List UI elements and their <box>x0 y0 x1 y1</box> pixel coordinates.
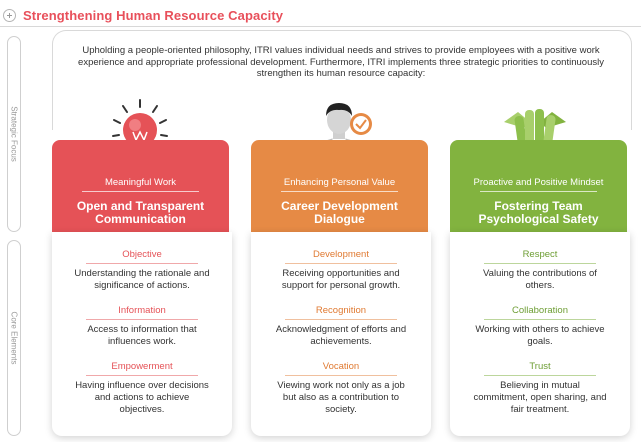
card-career: Enhancing Personal Value Career Developm… <box>251 140 428 234</box>
plus-circle-icon[interactable] <box>3 8 16 22</box>
card-communication: Meaningful Work Open and Transparent Com… <box>52 140 229 234</box>
element-trust: Trust Believing in mutual commitment, op… <box>450 361 630 416</box>
card-subtitle: Proactive and Positive Mindset <box>473 177 604 188</box>
element-collaboration: Collaboration Working with others to ach… <box>450 305 630 348</box>
card-title: Fostering Team Psychological Safety <box>478 199 599 226</box>
element-heading: Trust <box>484 361 596 376</box>
element-objective: Objective Understanding the rationale an… <box>52 249 232 292</box>
page-title: Strengthening Human Resource Capacity <box>23 7 284 23</box>
element-heading: Development <box>285 249 397 264</box>
card-divider <box>82 191 199 192</box>
element-empowerment: Empowerment Having influence over decisi… <box>52 361 232 416</box>
element-vocation: Vocation Viewing work not only as a job … <box>251 361 431 416</box>
element-body: Access to information that influences wo… <box>87 324 197 347</box>
side-label-core-text: Core Elements <box>9 311 19 365</box>
element-body: Having influence over decisions and acti… <box>75 380 209 415</box>
element-development: Development Receiving opportunities and … <box>251 249 431 292</box>
element-body: Viewing work not only as a job but also … <box>277 380 405 415</box>
element-body: Receiving opportunities and support for … <box>281 268 401 291</box>
element-heading: Collaboration <box>484 305 596 320</box>
card-subtitle: Meaningful Work <box>104 177 177 188</box>
side-label-strategic-text: Strategic Focus <box>9 106 19 162</box>
card-title: Career Development Dialogue <box>281 199 398 226</box>
panel-career-elements: Development Receiving opportunities and … <box>251 232 431 436</box>
panel-psychological-safety-elements: Respect Valuing the contributions of oth… <box>450 232 630 436</box>
card-subtitle: Enhancing Personal Value <box>283 177 396 188</box>
element-heading: Respect <box>484 249 596 264</box>
element-heading: Vocation <box>285 361 397 376</box>
element-heading: Information <box>86 305 198 320</box>
card-title: Open and Transparent Communication <box>76 199 205 226</box>
card-psychological-safety: Proactive and Positive Mindset Fostering… <box>450 140 627 234</box>
side-label-core-elements: Core Elements <box>7 240 21 436</box>
side-label-strategic-focus: Strategic Focus <box>7 36 21 232</box>
page-header: Strengthening Human Resource Capacity <box>3 6 283 24</box>
intro-text: Upholding a people-oriented philosophy, … <box>78 45 604 79</box>
panel-communication-elements: Objective Understanding the rationale an… <box>52 232 232 436</box>
element-heading: Empowerment <box>86 361 198 376</box>
element-body: Working with others to achieve goals. <box>475 324 605 347</box>
element-body: Acknowledgment of efforts and achievemen… <box>275 324 407 347</box>
element-information: Information Access to information that i… <box>52 305 232 348</box>
intro-frame <box>52 30 632 130</box>
element-body: Understanding the rationale and signific… <box>74 268 210 291</box>
card-divider <box>281 191 398 192</box>
element-body: Valuing the contributions of others. <box>483 268 597 291</box>
element-respect: Respect Valuing the contributions of oth… <box>450 249 630 292</box>
element-recognition: Recognition Acknowledgment of efforts an… <box>251 305 431 348</box>
element-body: Believing in mutual commitment, open sha… <box>473 380 607 415</box>
header-divider <box>0 26 641 27</box>
element-heading: Recognition <box>285 305 397 320</box>
card-divider <box>480 191 597 192</box>
element-heading: Objective <box>86 249 198 264</box>
